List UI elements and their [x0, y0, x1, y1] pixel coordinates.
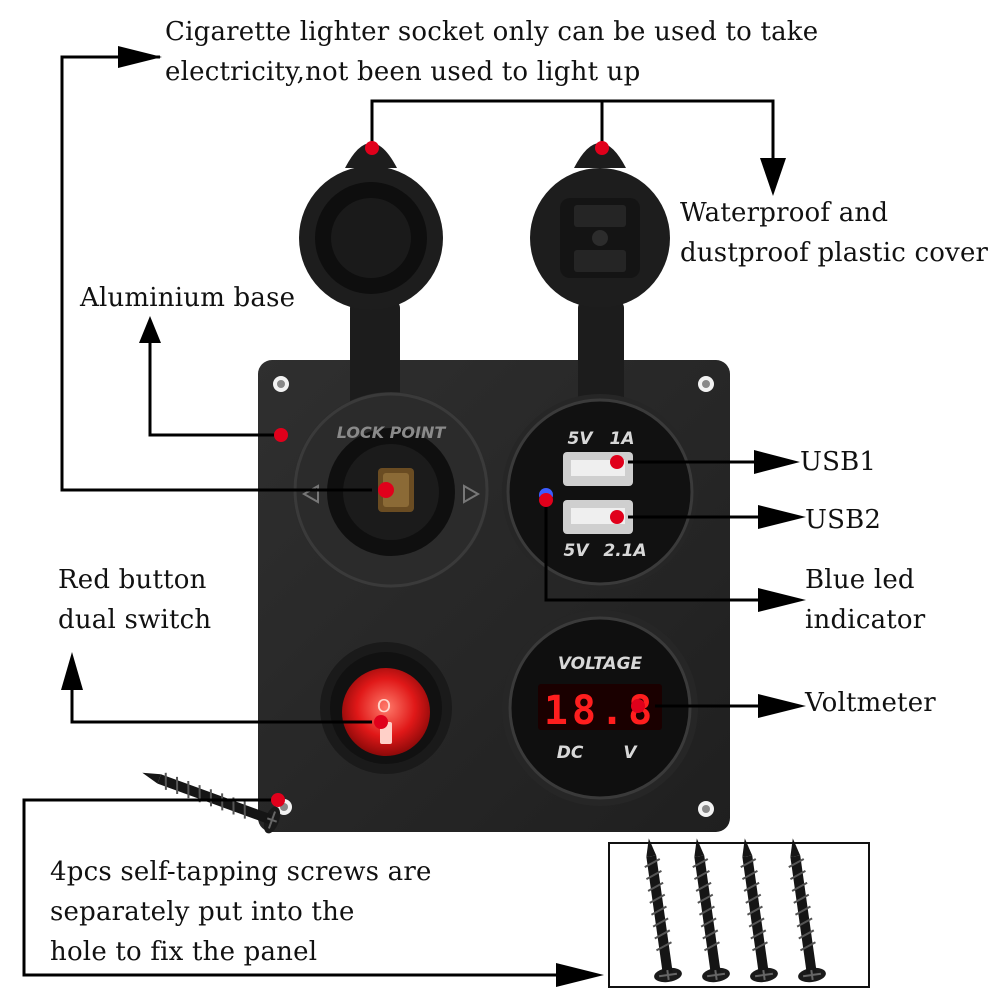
label-screws: 4pcs self-tapping screws are separately …	[50, 857, 432, 967]
label-usb2: USB2	[805, 505, 882, 535]
marker-dots	[271, 141, 645, 807]
usb-cover-icon	[530, 143, 670, 410]
label-blue-led: Blue led indicator	[805, 565, 926, 635]
usb2-amp-label: 2.1A	[603, 541, 646, 561]
usb-port-icon	[502, 394, 698, 590]
rocker-switch-icon	[320, 642, 452, 774]
voltmeter-unit-label: V	[623, 743, 638, 763]
screws-box	[608, 842, 870, 988]
label-waterproof-cover: Waterproof and dustproof plastic cover	[680, 198, 989, 268]
usb2-volt-label: 5V	[564, 541, 591, 561]
label-usb1: USB1	[800, 447, 877, 477]
label-voltmeter: Voltmeter	[805, 688, 936, 718]
usb1-volt-label: 5V	[568, 429, 595, 449]
voltmeter-dc-label: DC	[557, 743, 584, 763]
voltmeter-display-icon	[502, 610, 698, 806]
lock-point-label: LOCK POINT	[337, 423, 447, 442]
label-red-button: Red button dual switch	[58, 565, 212, 635]
switch-symbol: O	[377, 696, 391, 717]
label-cigarette-socket: Cigarette lighter socket only can be use…	[165, 17, 819, 87]
label-aluminium-base: Aluminium base	[80, 283, 296, 313]
arrow-icon	[61, 46, 806, 987]
usb1-amp-label: 1A	[610, 429, 635, 449]
voltmeter-title: VOLTAGE	[558, 654, 643, 674]
